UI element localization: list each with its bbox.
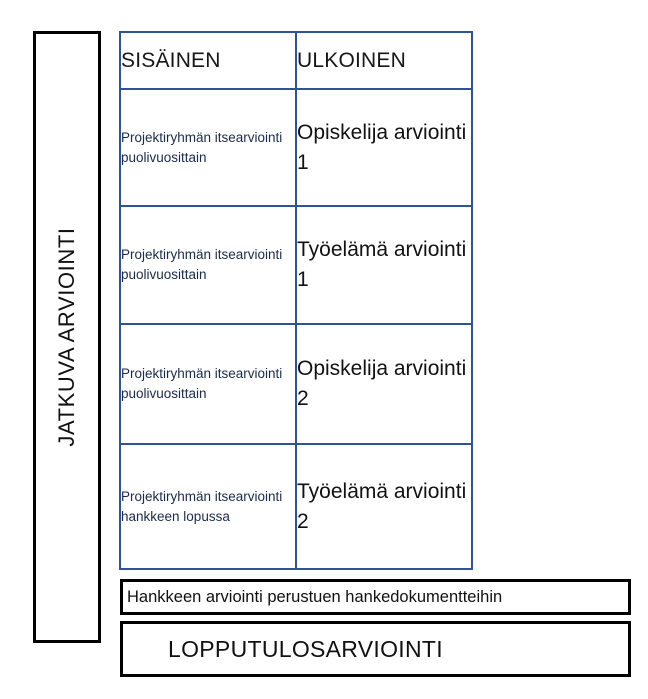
cell-external-1: Opiskelija arviointi 1	[295, 88, 473, 207]
table-row: Projektiryhmän itsearviointi puolivuosit…	[119, 323, 473, 445]
cell-internal-3: Projektiryhmän itsearviointi puolivuosit…	[119, 323, 297, 445]
cell-internal-4: Projektiryhmän itsearviointi hankkeen lo…	[119, 443, 297, 570]
cell-external-4: Työelämä arviointi 2	[295, 443, 473, 570]
cell-external-2: Työelämä arviointi 1	[295, 205, 473, 325]
continuous-evaluation-band: JATKUVA ARVIOINTI	[33, 31, 101, 643]
table-row: Projektiryhmän itsearviointi hankkeen lo…	[119, 443, 473, 570]
document-evaluation-label: Hankkeen arviointi perustuen hankedokume…	[127, 587, 503, 606]
column-header-internal: SISÄINEN	[119, 31, 297, 90]
table-header-row: SISÄINEN ULKOINEN	[119, 31, 473, 90]
cell-internal-2: Projektiryhmän itsearviointi puolivuosit…	[119, 205, 297, 325]
final-result-label: LOPPUTULOSARVIOINTI	[168, 635, 443, 662]
table-row: Projektiryhmän itsearviointi puolivuosit…	[119, 88, 473, 207]
table-row: Projektiryhmän itsearviointi puolivuosit…	[119, 205, 473, 325]
final-result-box: LOPPUTULOSARVIOINTI	[120, 621, 631, 677]
column-header-external: ULKOINEN	[295, 31, 473, 90]
cell-internal-1: Projektiryhmän itsearviointi puolivuosit…	[119, 88, 297, 207]
continuous-evaluation-label: JATKUVA ARVIOINTI	[54, 227, 79, 447]
document-evaluation-box: Hankkeen arviointi perustuen hankedokume…	[120, 579, 631, 615]
evaluation-matrix: SISÄINEN ULKOINEN Projektiryhmän itsearv…	[119, 31, 473, 570]
cell-external-3: Opiskelija arviointi 2	[295, 323, 473, 445]
